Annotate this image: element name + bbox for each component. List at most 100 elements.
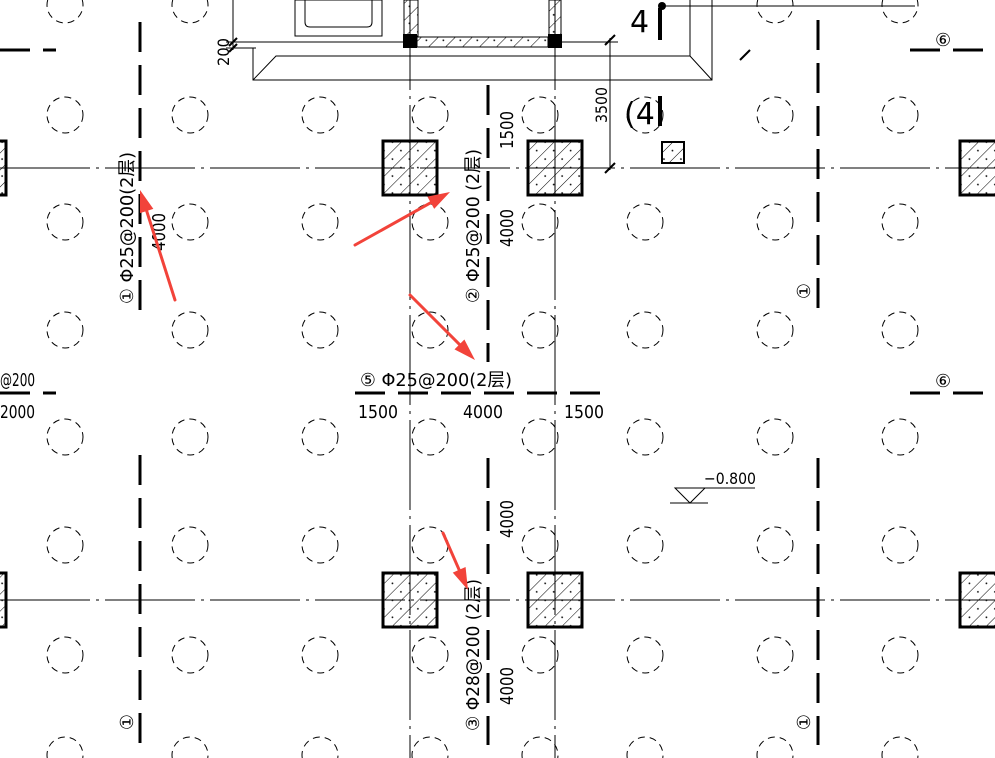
wall-section-right [548, 0, 562, 37]
pile-circle [881, 636, 919, 674]
columns [0, 139, 995, 629]
rebar-label-3[interactable]: ③ Φ28@200 (2层) [463, 579, 484, 731]
pile-circle [46, 736, 84, 758]
column-edge-right-upper[interactable] [958, 139, 995, 197]
grid-mark-4-mid: (4 [624, 97, 655, 132]
arrow-shaft [441, 531, 462, 574]
pile-circle [881, 203, 919, 241]
column-lower-left[interactable] [381, 571, 439, 629]
dim-tick [228, 37, 238, 47]
pile-circle [521, 526, 559, 564]
annotation-arrows [140, 190, 475, 590]
pile-circle [756, 636, 794, 674]
column-upper-right[interactable] [526, 139, 584, 197]
arrow-shaft [353, 200, 435, 247]
elevation-marker: −0.800 [670, 469, 756, 504]
pile-circle [756, 311, 794, 349]
pile-circle [171, 736, 209, 758]
pile-grid [46, 0, 919, 758]
pile-circle [46, 418, 84, 456]
pile-circle [756, 96, 794, 134]
small-column[interactable] [661, 141, 685, 164]
pile-circle [881, 311, 919, 349]
arrow-to-rebar-label-5 [408, 293, 475, 360]
pile-circle [171, 0, 209, 24]
pile-circle [521, 203, 559, 241]
dim-200: 200 [214, 38, 233, 66]
arrow-head [454, 339, 475, 360]
pile-circle [46, 96, 84, 134]
band-mark-1-left-lower[interactable]: ① [117, 714, 138, 730]
pile-circle [301, 526, 339, 564]
dim-tick [604, 162, 616, 174]
pile-circle [46, 311, 84, 349]
elevation-triangle [673, 487, 707, 504]
band-mark-6-mid[interactable]: ⑥ [935, 371, 951, 392]
arrow-to-rebar-label-2 [353, 192, 450, 247]
arrow-shaft [144, 207, 177, 302]
column-edge-left-upper[interactable] [0, 139, 8, 197]
pile-circle [301, 418, 339, 456]
band-mark-6-top[interactable]: ⑥ [935, 30, 951, 51]
pile-circle [171, 418, 209, 456]
pile-circle [171, 636, 209, 674]
band-mark-1-right-upper[interactable]: ① [794, 283, 815, 299]
dim-v-4000-lower-b: 4000 [497, 667, 518, 705]
pile-circle [626, 311, 664, 349]
pile-circle [626, 526, 664, 564]
pile-circle [411, 636, 449, 674]
dim-tick [739, 49, 751, 61]
pile-circle [881, 736, 919, 758]
arrow-to-rebar-label-3 [441, 531, 468, 590]
pile-circle [411, 736, 449, 758]
beam-support-right [548, 34, 562, 48]
pile-circle [171, 526, 209, 564]
rebar-label-5[interactable]: ⑤ Φ25@200(2层) [360, 370, 512, 391]
pile-circle [881, 0, 919, 24]
band-mark-1-right-lower[interactable]: ① [794, 714, 815, 730]
wall-section-left [403, 0, 419, 37]
rebar-band-lines [0, 20, 995, 745]
rebar-label-1[interactable]: ① Φ25@200(2层) [117, 152, 138, 304]
pile-circle [626, 203, 664, 241]
dim-v-1500-upper: 1500 [497, 111, 518, 149]
pile-circle [301, 311, 339, 349]
pit-outer-outline [252, 0, 713, 81]
dim-h-1500-left: 1500 [358, 402, 398, 423]
arrow-head [140, 190, 154, 214]
column-edge-right-lower[interactable] [958, 571, 995, 629]
pile-circle [411, 96, 449, 134]
rebar-label-left-edge[interactable]: @200 [0, 370, 35, 391]
pile-circle [46, 0, 84, 24]
dim-h-4000-center: 4000 [463, 402, 503, 423]
pile-circle [301, 203, 339, 241]
pile-circle [521, 418, 559, 456]
pile-circle [756, 526, 794, 564]
pile-circle [301, 96, 339, 134]
pile-circle [626, 418, 664, 456]
pile-circle [301, 736, 339, 758]
pile-circle [881, 526, 919, 564]
pile-circle [171, 96, 209, 134]
arrow-head [452, 567, 468, 590]
column-lower-right[interactable] [526, 571, 584, 629]
pile-circle [171, 203, 209, 241]
pile-circle [46, 636, 84, 674]
grid-mark-4-top: 4 [630, 5, 649, 40]
arrow-shaft [408, 293, 463, 348]
pile-circle [756, 418, 794, 456]
sump-outer [294, 0, 383, 37]
dim-h-2000-left-edge: 2000 [0, 402, 35, 423]
pile-circle [626, 636, 664, 674]
pile-circle [626, 736, 664, 758]
column-upper-left[interactable] [381, 139, 439, 197]
dim-tick [228, 43, 238, 53]
pile-circle [46, 203, 84, 241]
pile-circle [521, 636, 559, 674]
column-edge-left-lower[interactable] [0, 571, 8, 629]
arrow-to-rebar-label-1 [140, 190, 177, 302]
pile-circle [411, 418, 449, 456]
rebar-label-2[interactable]: ② Φ25@200 (2层) [463, 149, 484, 303]
